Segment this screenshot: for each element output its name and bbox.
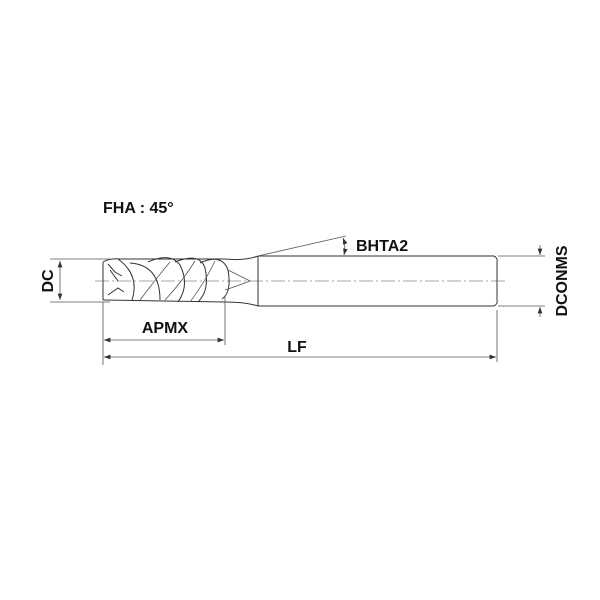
bhta2-label: BHTA2 — [356, 238, 408, 255]
neck — [224, 255, 259, 307]
dconms-dimension — [498, 245, 545, 317]
dc-dimension — [50, 258, 110, 303]
apmx-label: APMX — [142, 320, 189, 337]
fha-label: FHA : 45° — [103, 200, 174, 217]
bhta2-dimension — [257, 235, 348, 257]
apmx-dimension — [102, 297, 498, 365]
shank — [257, 255, 498, 307]
dc-label: DC — [40, 269, 57, 293]
lf-label: LF — [287, 339, 307, 356]
dconms-label: DCONMS — [554, 245, 571, 316]
cutting-flutes — [102, 257, 251, 303]
